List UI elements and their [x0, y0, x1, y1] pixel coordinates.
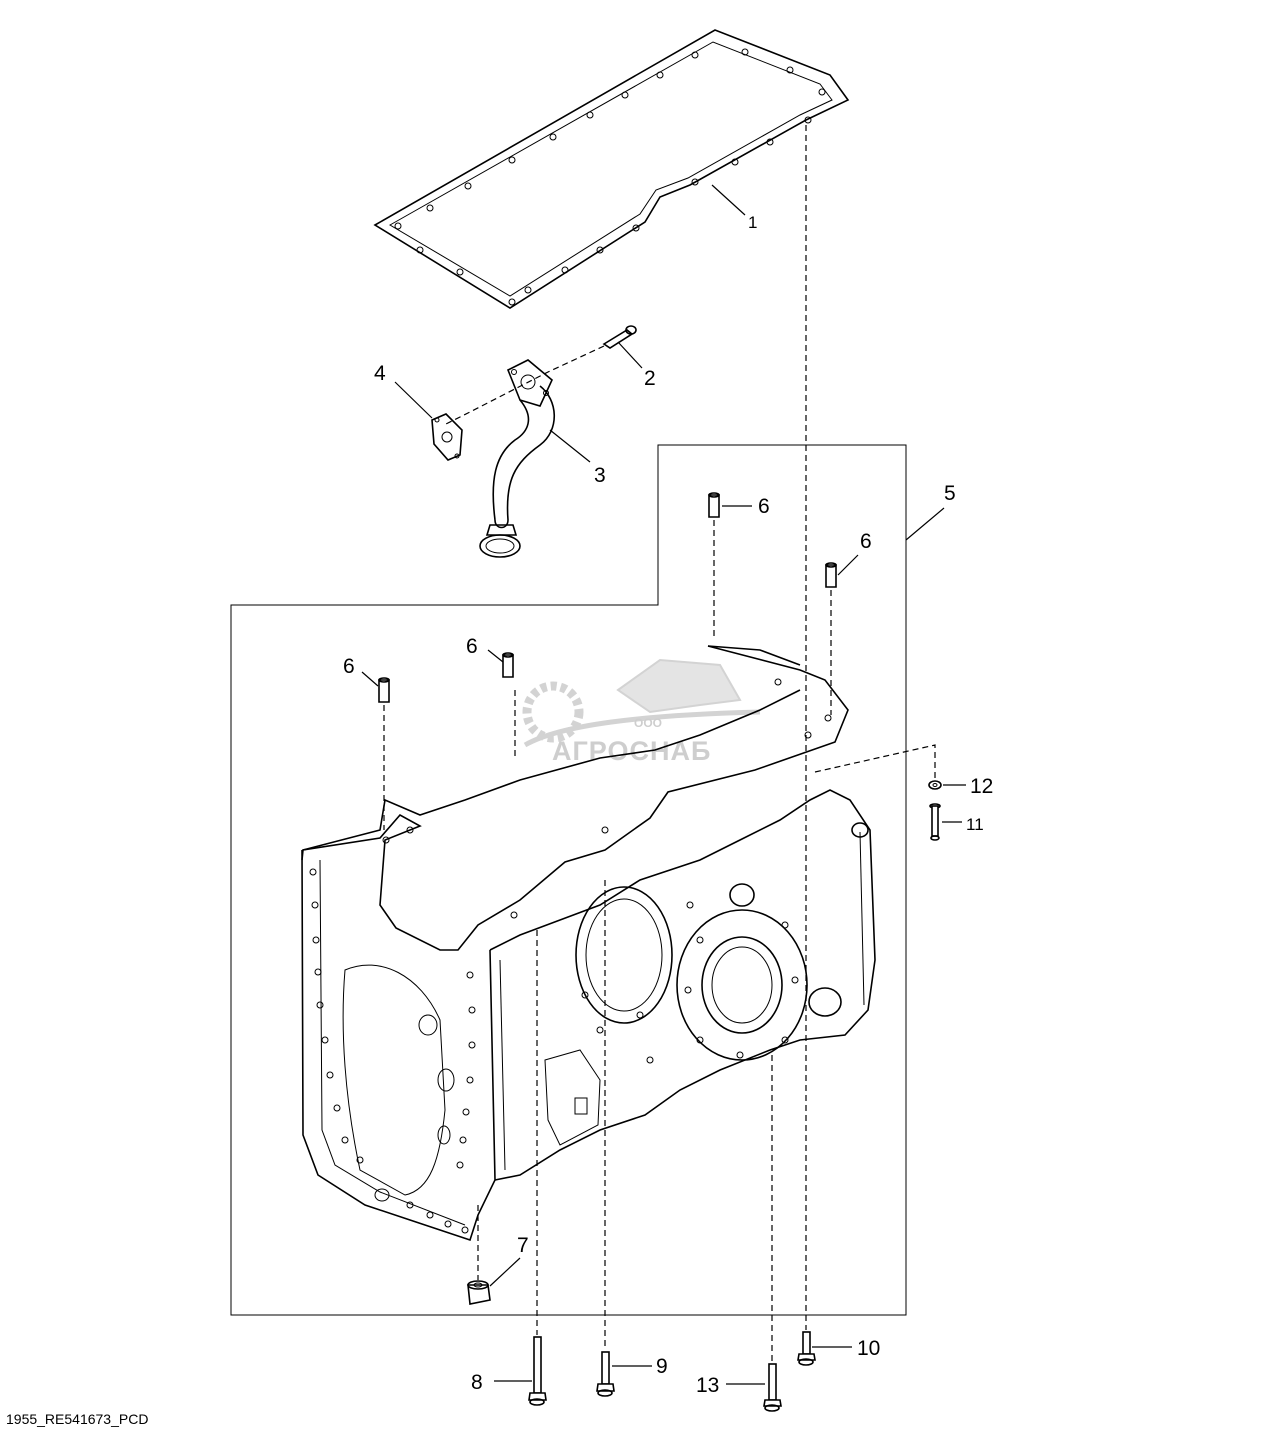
leader-6d — [361, 671, 379, 687]
leader-2 — [617, 341, 643, 369]
callout-1: 1 — [748, 213, 757, 232]
cap-screw[interactable] — [929, 803, 941, 841]
leader-7 — [489, 1257, 521, 1287]
dowel-pin[interactable] — [378, 677, 390, 703]
callout-10: 10 — [857, 1337, 880, 1360]
leader-4 — [394, 381, 433, 419]
callout-13: 13 — [696, 1374, 719, 1397]
leader-3 — [549, 429, 591, 463]
bolt-11-path — [814, 744, 936, 778]
callout-9: 9 — [656, 1355, 668, 1378]
callout-6b: 6 — [860, 530, 872, 553]
callout-6c: 6 — [466, 635, 478, 658]
cap-screw[interactable] — [596, 1351, 615, 1397]
watermark-prefix: ООО — [634, 716, 662, 730]
washer[interactable] — [928, 780, 942, 790]
oil-pan-gasket[interactable] — [373, 29, 850, 309]
cap-screw[interactable] — [797, 1331, 816, 1366]
oil-pickup-tube[interactable] — [479, 359, 555, 558]
callout-3: 3 — [594, 464, 606, 487]
cap-screw[interactable] — [763, 1363, 782, 1412]
housing-group-frame — [230, 444, 907, 1316]
callout-6d: 6 — [343, 655, 355, 678]
bolt-2-path — [445, 345, 605, 425]
transmission-housing[interactable] — [301, 645, 876, 1242]
pickup-tube-bolt[interactable] — [602, 325, 637, 349]
leader-1 — [711, 184, 746, 216]
drain-plug[interactable] — [467, 1280, 491, 1305]
callout-2: 2 — [644, 367, 656, 390]
leader-6b — [837, 554, 859, 576]
dowel-pin[interactable] — [708, 492, 720, 518]
callout-11: 11 — [966, 815, 984, 834]
dowel-pin[interactable] — [825, 562, 837, 588]
agrosnab-watermark: ООО АГРОСНАБ — [522, 658, 761, 766]
dowel-pin[interactable] — [502, 652, 514, 678]
leader-5 — [905, 507, 945, 541]
callout-4: 4 — [374, 362, 386, 385]
callout-12: 12 — [970, 775, 993, 798]
callout-6a: 6 — [758, 495, 770, 518]
leader-6c — [487, 649, 504, 663]
callout-5: 5 — [944, 482, 956, 505]
pickup-tube-gasket[interactable] — [431, 413, 463, 461]
callout-8: 8 — [471, 1371, 483, 1394]
callout-7: 7 — [517, 1234, 529, 1257]
figure-caption: 1955_RE541673_PCD — [6, 1411, 148, 1427]
cap-screw[interactable] — [528, 1336, 547, 1406]
watermark-name: АГРОСНАБ — [552, 736, 711, 766]
